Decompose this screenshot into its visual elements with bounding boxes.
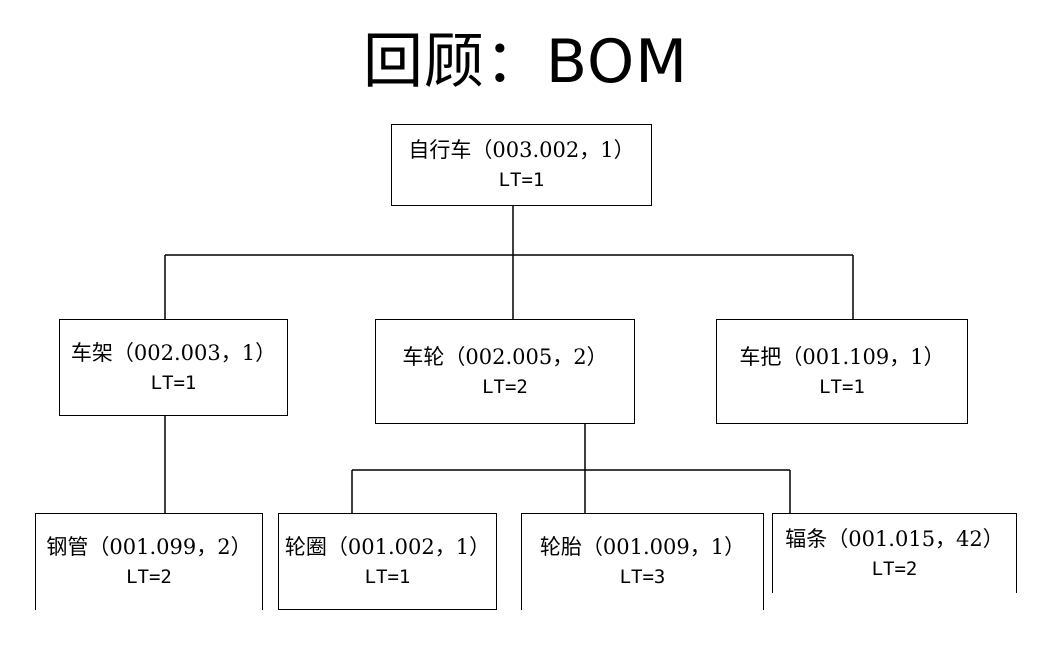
node-spoke: 辐条（001.015，42） LT=2 [772,513,1017,593]
node-tire-name: 轮胎（001.009，1） [539,535,746,559]
node-wheel: 车轮（002.005，2） LT=2 [375,319,635,424]
node-spoke-name: 辐条（001.015，42） [785,526,1004,551]
node-frame-lt: LT=1 [150,371,197,394]
node-steel-tube-name: 钢管（001.099，2） [46,535,252,559]
node-handlebar-lt: LT=1 [819,375,865,398]
node-handlebar-name: 车把（001.109，1） [739,344,945,369]
node-frame: 车架（002.003，1） LT=1 [59,319,288,416]
node-spoke-lt: LT=2 [871,557,918,580]
node-tire-lt: LT=3 [619,566,666,588]
node-rim-lt: LT=1 [364,565,411,588]
node-steel-tube-lt: LT=2 [126,566,172,588]
node-bicycle-lt: LT=1 [498,169,545,191]
node-bicycle: 自行车（003.002，1） LT=1 [391,124,652,206]
node-rim: 轮圈（001.002，1） LT=1 [278,513,497,610]
node-bicycle-name: 自行车（003.002，1） [408,138,635,162]
node-rim-name: 轮圈（001.002，1） [284,534,491,559]
node-wheel-lt: LT=2 [482,375,528,398]
node-wheel-name: 车轮（002.005，2） [402,344,608,369]
node-frame-name: 车架（002.003，1） [70,340,277,365]
node-steel-tube: 钢管（001.099，2） LT=2 [35,513,263,610]
page-title: 回顾：BOM [362,27,689,97]
node-tire: 轮胎（001.009，1） LT=3 [521,513,764,610]
node-handlebar: 车把（001.109，1） LT=1 [716,319,968,424]
